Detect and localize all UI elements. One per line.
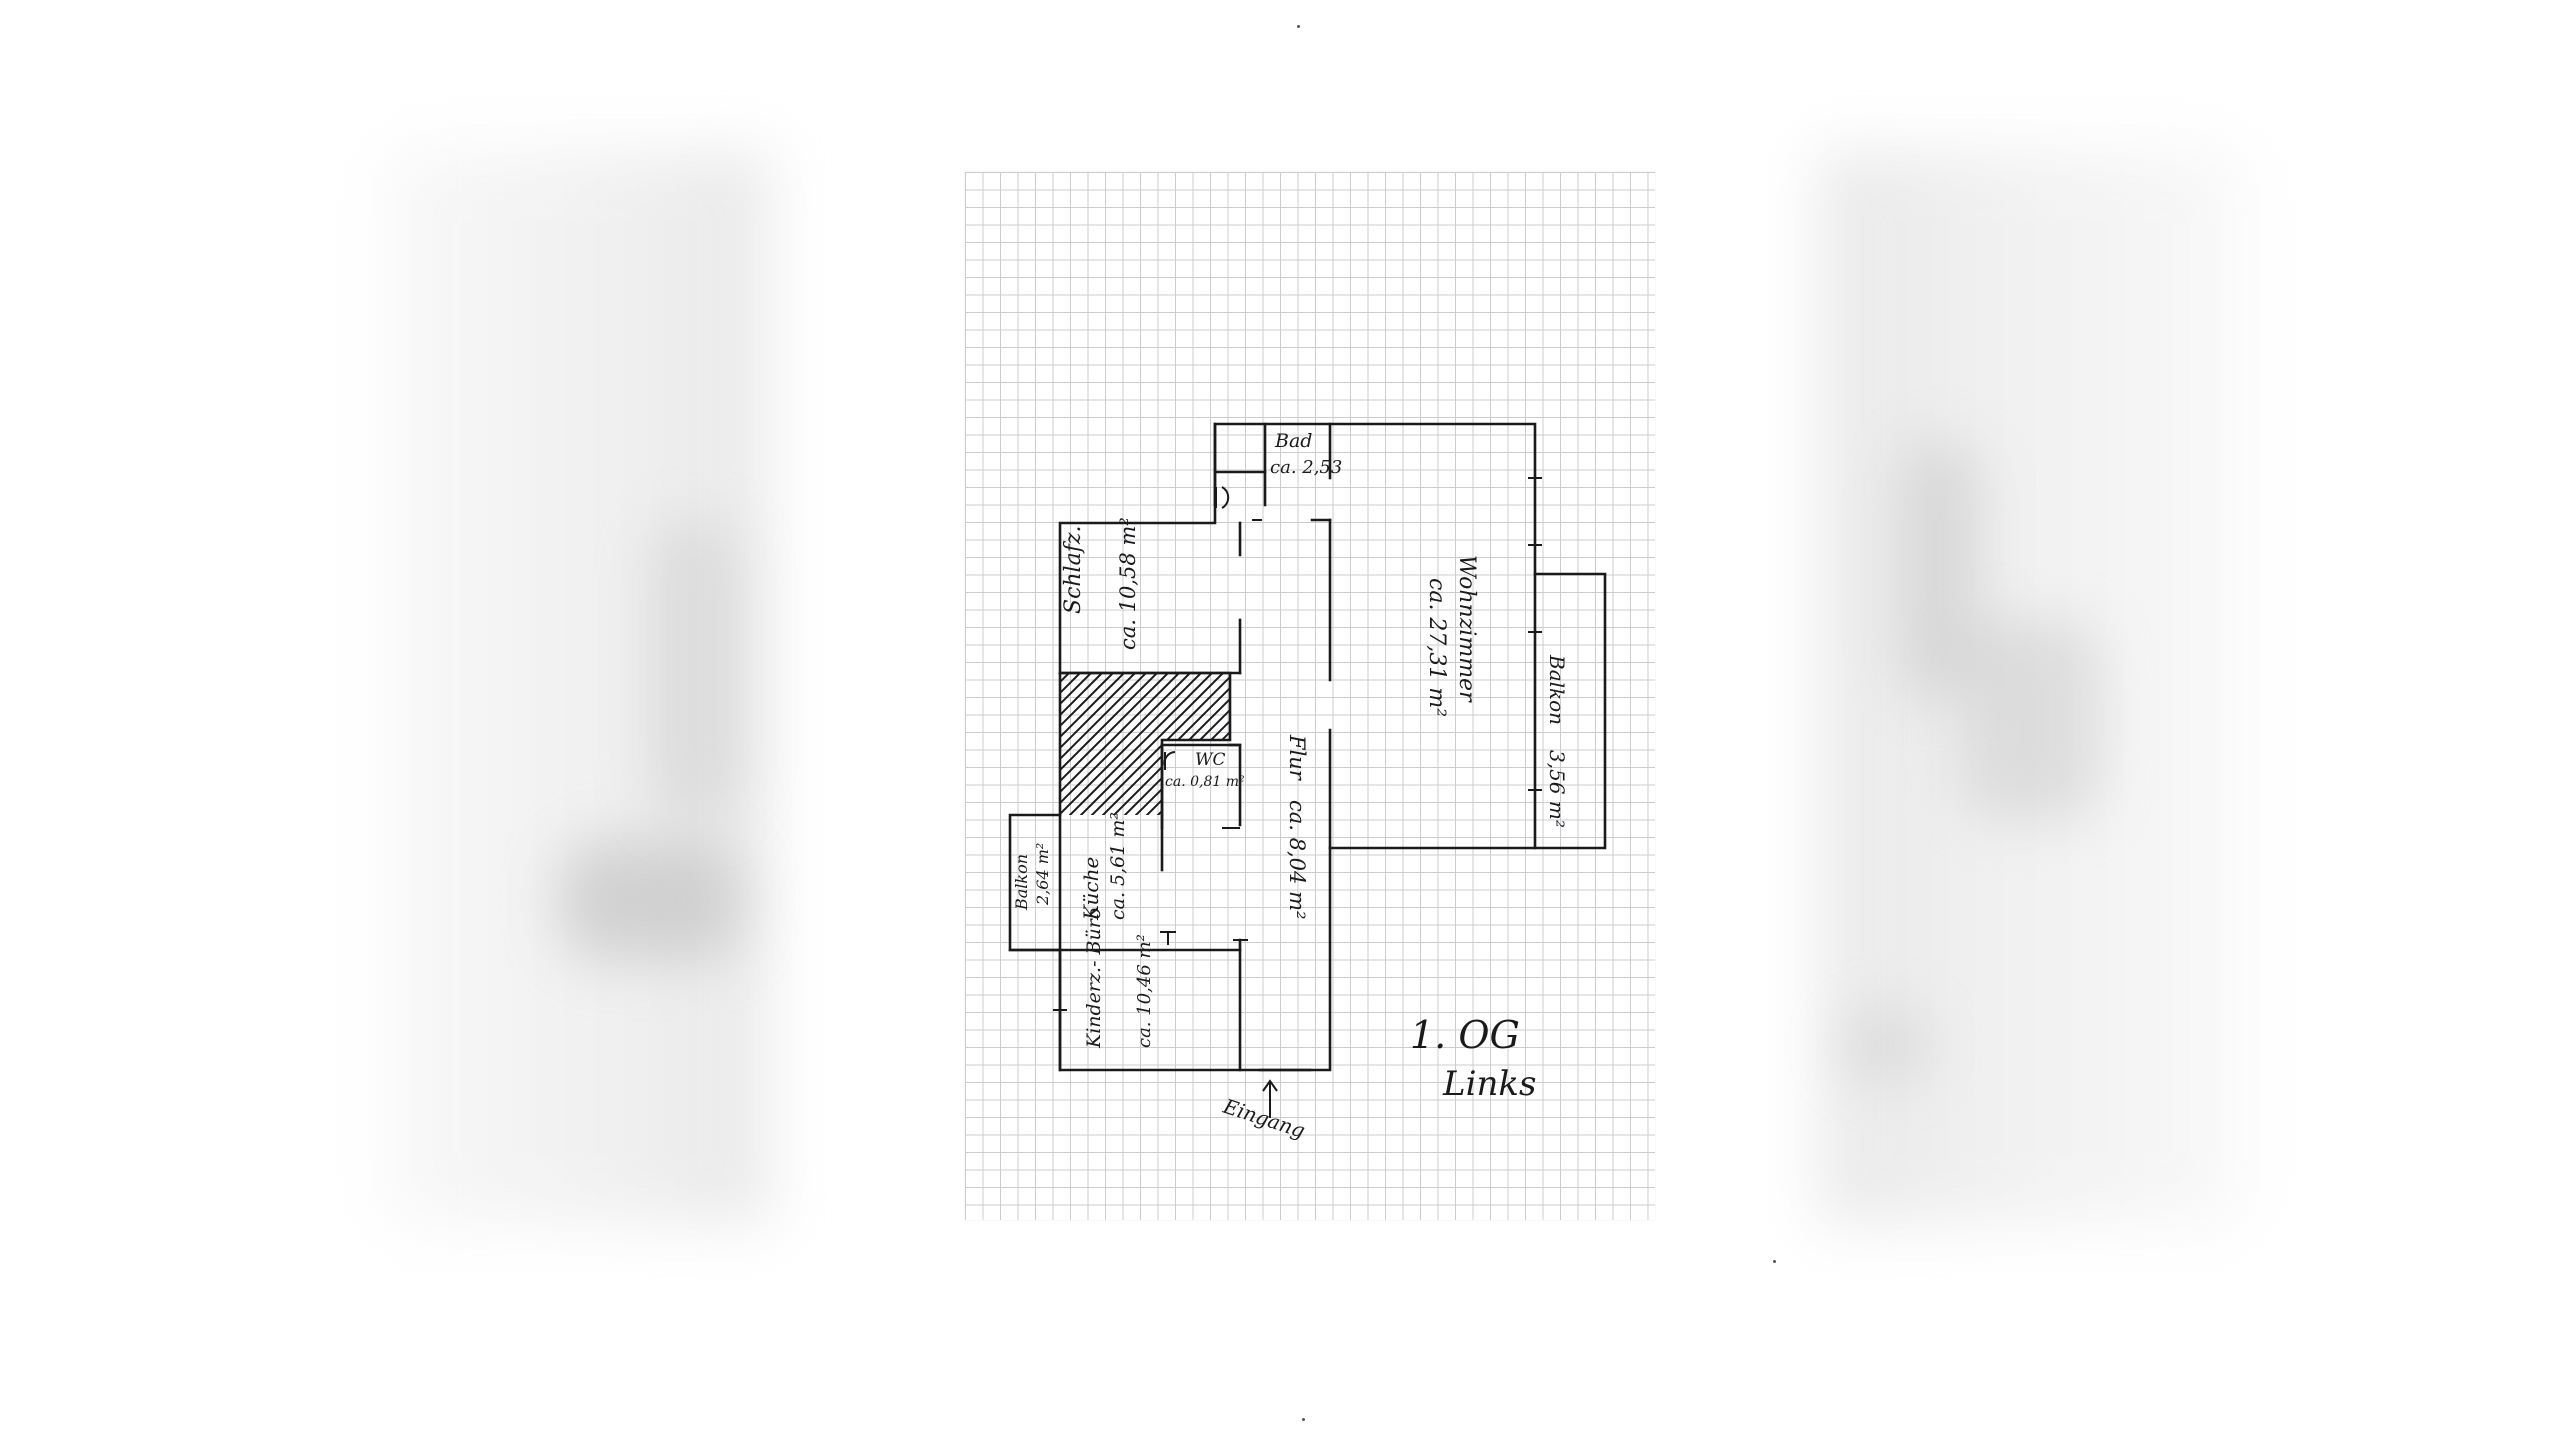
hatch-line — [787, 673, 937, 823]
hatch-line — [853, 673, 1003, 823]
schlafzimmer-walls — [1058, 519, 1262, 675]
blurred-shape — [1960, 620, 2100, 820]
hatch-line — [897, 673, 1047, 823]
floor-label-line1: 1. OG — [1410, 1013, 1520, 1057]
hatch-line — [1060, 673, 1169, 815]
hatch-line — [1061, 673, 1213, 815]
hatch-line — [820, 673, 970, 823]
hatch-line — [754, 673, 904, 823]
hatch-line — [798, 673, 948, 823]
hatch-line — [721, 673, 871, 823]
flur-walls — [1053, 743, 1312, 1072]
hatch-line — [875, 673, 1025, 823]
hatch-line — [809, 673, 959, 823]
hatch-line — [886, 673, 1036, 823]
hatch-line — [1060, 673, 1180, 815]
hatch-line — [864, 673, 1014, 823]
hatch-line — [1060, 673, 1092, 815]
hatch-line — [1060, 673, 1103, 815]
hatch-line — [1127, 673, 1230, 815]
blurred-shape — [560, 840, 740, 960]
hatch-line — [842, 673, 992, 823]
blurred-shape — [650, 520, 740, 820]
hatch-line — [1060, 673, 1125, 815]
balkon-right — [1528, 572, 1607, 850]
scan-speck — [1297, 25, 1300, 28]
scan-speck — [1773, 1260, 1776, 1263]
hatch-line — [908, 673, 1058, 823]
hatch-line — [1204, 673, 1230, 815]
wohnzimmer-name: Wohnzimmer — [1454, 555, 1479, 703]
floor-label-line2: Links — [1442, 1064, 1536, 1104]
kueche-name: Küche — [1079, 857, 1103, 921]
entrance-arrow — [1262, 1079, 1278, 1118]
entrance-label: Eingang — [1220, 1094, 1309, 1143]
hatch-line — [1072, 673, 1224, 815]
hatch-line — [1060, 673, 1081, 815]
flur-name: Flur — [1285, 734, 1309, 782]
hatch-line — [1116, 673, 1230, 815]
hatch-line — [831, 673, 981, 823]
hatched-shaft — [710, 671, 1232, 823]
hatch-line — [710, 673, 860, 823]
blurred-background-right — [1820, 150, 2240, 1225]
hatch-line — [1094, 673, 1230, 815]
hatch-line — [743, 673, 893, 823]
hatch-line — [765, 673, 915, 823]
hatch-line — [1060, 673, 1147, 815]
kinderzimmer-area: ca. 10,46 m² — [1134, 934, 1155, 1048]
hatch-line — [1060, 673, 1191, 815]
balkon-left-name: Balkon — [1012, 854, 1031, 911]
hatch-line — [732, 673, 882, 823]
flur-area: ca. 8,04 m² — [1285, 800, 1309, 919]
balkon-left-area: 2,64 m² — [1033, 843, 1052, 906]
balkon-right-area: 3,56 m² — [1545, 750, 1569, 828]
kueche-area: ca. 5,61 m² — [1107, 812, 1129, 920]
hatch-line — [1060, 673, 1070, 815]
wc-name: WC — [1195, 750, 1225, 770]
wohnzimmer-walls — [1310, 477, 1542, 850]
blurred-background-left — [390, 150, 770, 1225]
hatch-line — [776, 673, 926, 823]
kinderzimmer-name: Kinderz.- Büro — [1083, 908, 1105, 1049]
scan-speck — [1302, 1418, 1305, 1421]
balkon-right-name: Balkon — [1545, 654, 1569, 725]
bad-walls — [1213, 422, 1332, 509]
blurred-shape — [1900, 440, 1980, 700]
wohnzimmer-area: ca. 27,31 m² — [1424, 578, 1449, 717]
blurred-shape — [1840, 1010, 1930, 1080]
hatch-line — [1060, 673, 1136, 815]
schlafzimmer-name: Schlafz. — [1061, 526, 1086, 614]
hatch-line — [1060, 673, 1158, 815]
wc-area: ca. 0,81 m² — [1165, 774, 1245, 790]
hatch-line — [1182, 673, 1230, 815]
schlafzimmer-area: ca. 10,58 m² — [1116, 517, 1140, 650]
bad-name: Bad — [1274, 430, 1312, 452]
hatch-line — [1083, 673, 1230, 815]
hatch-line — [1105, 673, 1230, 815]
hatch-line — [1060, 673, 1114, 815]
hatch-line — [1193, 673, 1230, 815]
bad-area: ca. 2,53 — [1270, 457, 1342, 478]
kueche-walls — [1008, 813, 1242, 952]
hatch-line — [1149, 673, 1230, 815]
hatch-line — [1060, 673, 1202, 815]
